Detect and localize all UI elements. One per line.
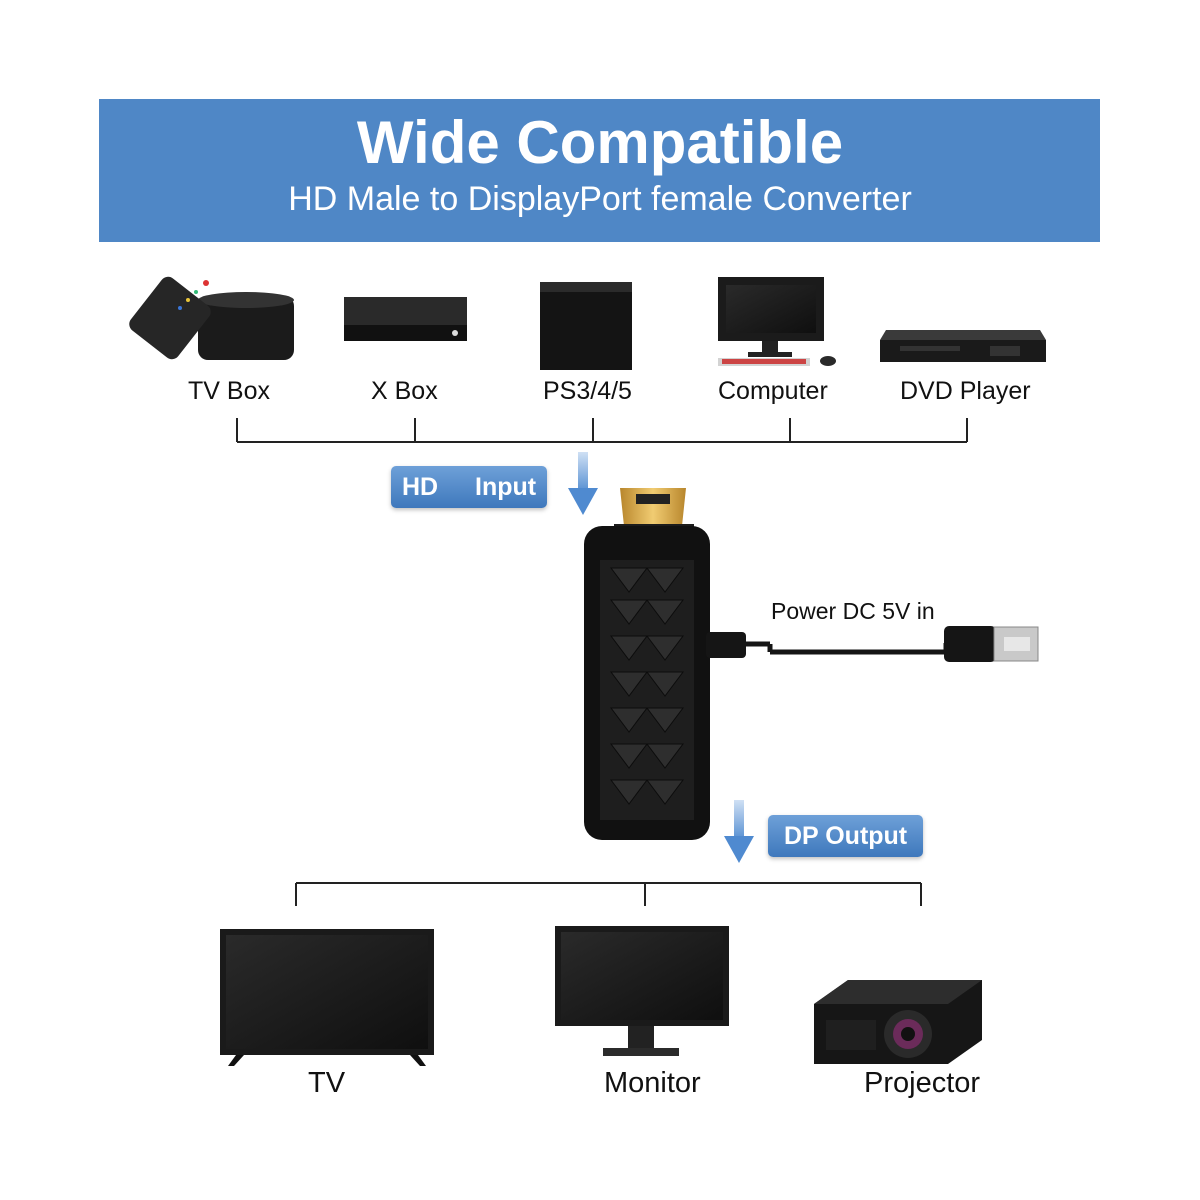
source-label-playstation: PS3/4/5 [543,377,632,405]
dp-output-tag-text: DP Output [784,822,908,850]
hd-input-tag-left: HD [402,473,439,501]
xbox-console-icon [344,297,467,341]
input-arrow-icon [568,452,598,515]
power-label: Power DC 5V in [771,598,935,624]
source-connection-lines [236,418,968,443]
output-connection-lines [295,882,922,906]
source-label-tv-box: TV Box [188,377,270,405]
source-label-dvd-player: DVD Player [900,377,1031,405]
hd-input-tag-right: Input [475,473,537,501]
projector-icon [814,980,982,1064]
output-label-monitor: Monitor [604,1067,701,1099]
monitor-icon [555,926,729,1056]
source-label-xbox: X Box [371,377,438,405]
source-label-computer: Computer [718,377,828,405]
desktop-computer-icon [718,277,836,366]
tv-box-icon [129,276,294,360]
usb-power-cable [706,626,1039,662]
dvd-player-icon [880,330,1046,362]
tv-icon [220,929,434,1066]
hd-input-tag: HD Input [391,466,547,508]
banner-subtitle: HD Male to DisplayPort female Converter [288,180,912,218]
output-label-projector: Projector [864,1067,981,1099]
dp-output-tag: DP Output [768,815,923,857]
output-arrow-icon [724,800,754,863]
adapter-body [584,526,710,840]
playstation-console-icon [540,282,632,370]
header-banner [99,99,1100,242]
output-label-tv: TV [308,1067,346,1099]
banner-title: Wide Compatible [356,109,844,176]
